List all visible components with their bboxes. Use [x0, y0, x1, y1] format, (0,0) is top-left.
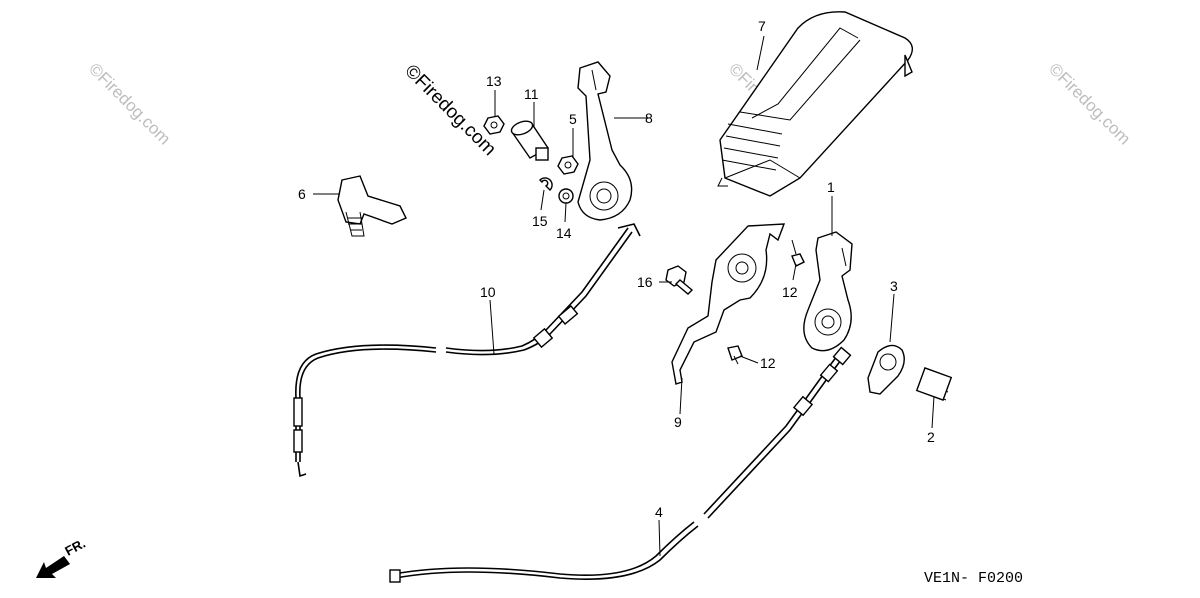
part-6-clamp: [337, 175, 407, 237]
part-16-bolt: [665, 265, 694, 295]
watermark: ©Firedog.com: [400, 61, 499, 160]
watermark: ©Firedog.com: [1045, 59, 1134, 148]
callout-11: 11: [524, 86, 539, 102]
part-7-cover: [717, 11, 913, 197]
part-11-collar: [510, 120, 550, 161]
part-9-bracket: [671, 223, 786, 385]
part-12-screw: [791, 239, 805, 267]
callout-2: 2: [927, 429, 935, 445]
part-13-nut: [483, 115, 505, 135]
callout-6: 6: [298, 186, 306, 202]
callout-5: 5: [569, 111, 577, 127]
front-direction-indicator: FR.: [36, 536, 88, 578]
part-8-lever: [577, 61, 633, 221]
part-12-screw: [727, 345, 743, 365]
part-5-nut: [557, 155, 579, 175]
watermark: ©Firedog.com: [85, 59, 174, 148]
callout-12: 12: [760, 355, 776, 371]
callout-12: 12: [782, 284, 798, 300]
part-15-clip: [539, 177, 553, 191]
callout-3: 3: [890, 278, 898, 294]
callout-7: 7: [758, 18, 766, 34]
callout-14: 14: [556, 225, 572, 241]
callout-4: 4: [655, 504, 663, 520]
part-4-cable: [389, 346, 852, 583]
part-1-lever: [803, 231, 853, 352]
callout-13: 13: [486, 73, 502, 89]
part-10-cable: [293, 223, 641, 478]
callout-16: 16: [637, 274, 653, 290]
callout-9: 9: [674, 414, 682, 430]
callout-1: 1: [827, 179, 835, 195]
direction-label: FR.: [62, 536, 88, 559]
direction-arrow-icon: [36, 556, 70, 578]
callout-10: 10: [480, 284, 496, 300]
leader-lines: [313, 35, 935, 557]
part-14-washer: [558, 188, 574, 204]
callout-8: 8: [645, 110, 653, 126]
callout-labels: 1 2 3 4 5 6 7 8 9 10 11 12 12 13 14 15 1…: [298, 18, 935, 520]
diagram-code: VE1N- F0200: [924, 570, 1023, 587]
callout-15: 15: [532, 213, 548, 229]
part-3-plate: [867, 344, 905, 395]
part-2-spring: [915, 367, 953, 401]
